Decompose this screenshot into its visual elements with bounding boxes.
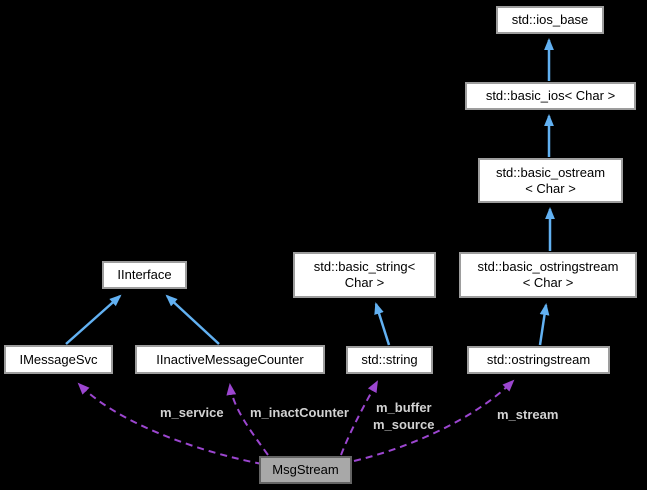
- edge-inheritance-iinactivemessagecounter-to-iinterface: [165, 294, 220, 345]
- edge-inheritance-ostringstream-to-basic-ostringstream: [538, 303, 550, 346]
- edge-usage-m-stream: [353, 379, 515, 462]
- edge-label-m-inactcounter: m_inactCounter: [250, 405, 349, 420]
- class-node-label: IInactiveMessageCounter: [156, 351, 304, 367]
- class-node-label: std::basic_ios< Char >: [485, 88, 616, 103]
- class-node-label: < Char >: [522, 275, 574, 290]
- class-node-label: std::ostringstream: [486, 352, 591, 367]
- class-node-std-ios-base[interactable]: std::ios_base: [496, 6, 604, 34]
- class-node-std-string[interactable]: std::string: [346, 346, 433, 374]
- class-node-iinterface[interactable]: IInterface: [102, 261, 187, 289]
- class-node-label: < Char >: [525, 180, 576, 196]
- class-node-label: MsgStream: [272, 462, 339, 477]
- class-node-msgstream-current: MsgStream: [259, 456, 352, 484]
- edge-label-m-service: m_service: [160, 405, 224, 420]
- class-node-label: IInterface: [117, 267, 172, 282]
- class-node-std-basic-ostringstream[interactable]: std::basic_ostringstream < Char >: [459, 252, 637, 298]
- class-node-label: std::basic_string<: [313, 259, 416, 274]
- edge-inheritance-imessagesvc-to-iinterface: [65, 294, 122, 345]
- class-node-label: std::basic_ostream: [495, 164, 606, 180]
- class-node-std-ostringstream[interactable]: std::ostringstream: [467, 346, 610, 374]
- class-node-std-basic-ostream[interactable]: std::basic_ostream < Char >: [478, 158, 623, 203]
- edge-usage-m-buffer-m-source: [340, 380, 378, 456]
- class-node-label: Char >: [344, 275, 385, 290]
- class-node-std-basic-ios[interactable]: std::basic_ios< Char >: [465, 82, 636, 110]
- class-node-label: std::string: [361, 352, 418, 367]
- edge-label-m-source: m_source: [373, 417, 435, 432]
- class-node-iinactivemessagecounter[interactable]: IInactiveMessageCounter: [135, 345, 325, 374]
- edge-label-m-stream: m_stream: [497, 407, 559, 422]
- edge-label-m-buffer: m_buffer: [376, 400, 432, 415]
- edge-usage-m-service: [77, 382, 263, 465]
- class-node-std-basic-string[interactable]: std::basic_string< Char >: [293, 252, 436, 298]
- class-node-label: IMessageSvc: [19, 351, 98, 367]
- class-node-label: std::ios_base: [511, 12, 589, 27]
- edge-inheritance-string-to-basic-string: [374, 302, 391, 346]
- edge-usage-m-inactcounter: [226, 383, 269, 456]
- class-node-imessagesvc[interactable]: IMessageSvc: [4, 345, 113, 374]
- class-node-label: std::basic_ostringstream: [477, 259, 619, 274]
